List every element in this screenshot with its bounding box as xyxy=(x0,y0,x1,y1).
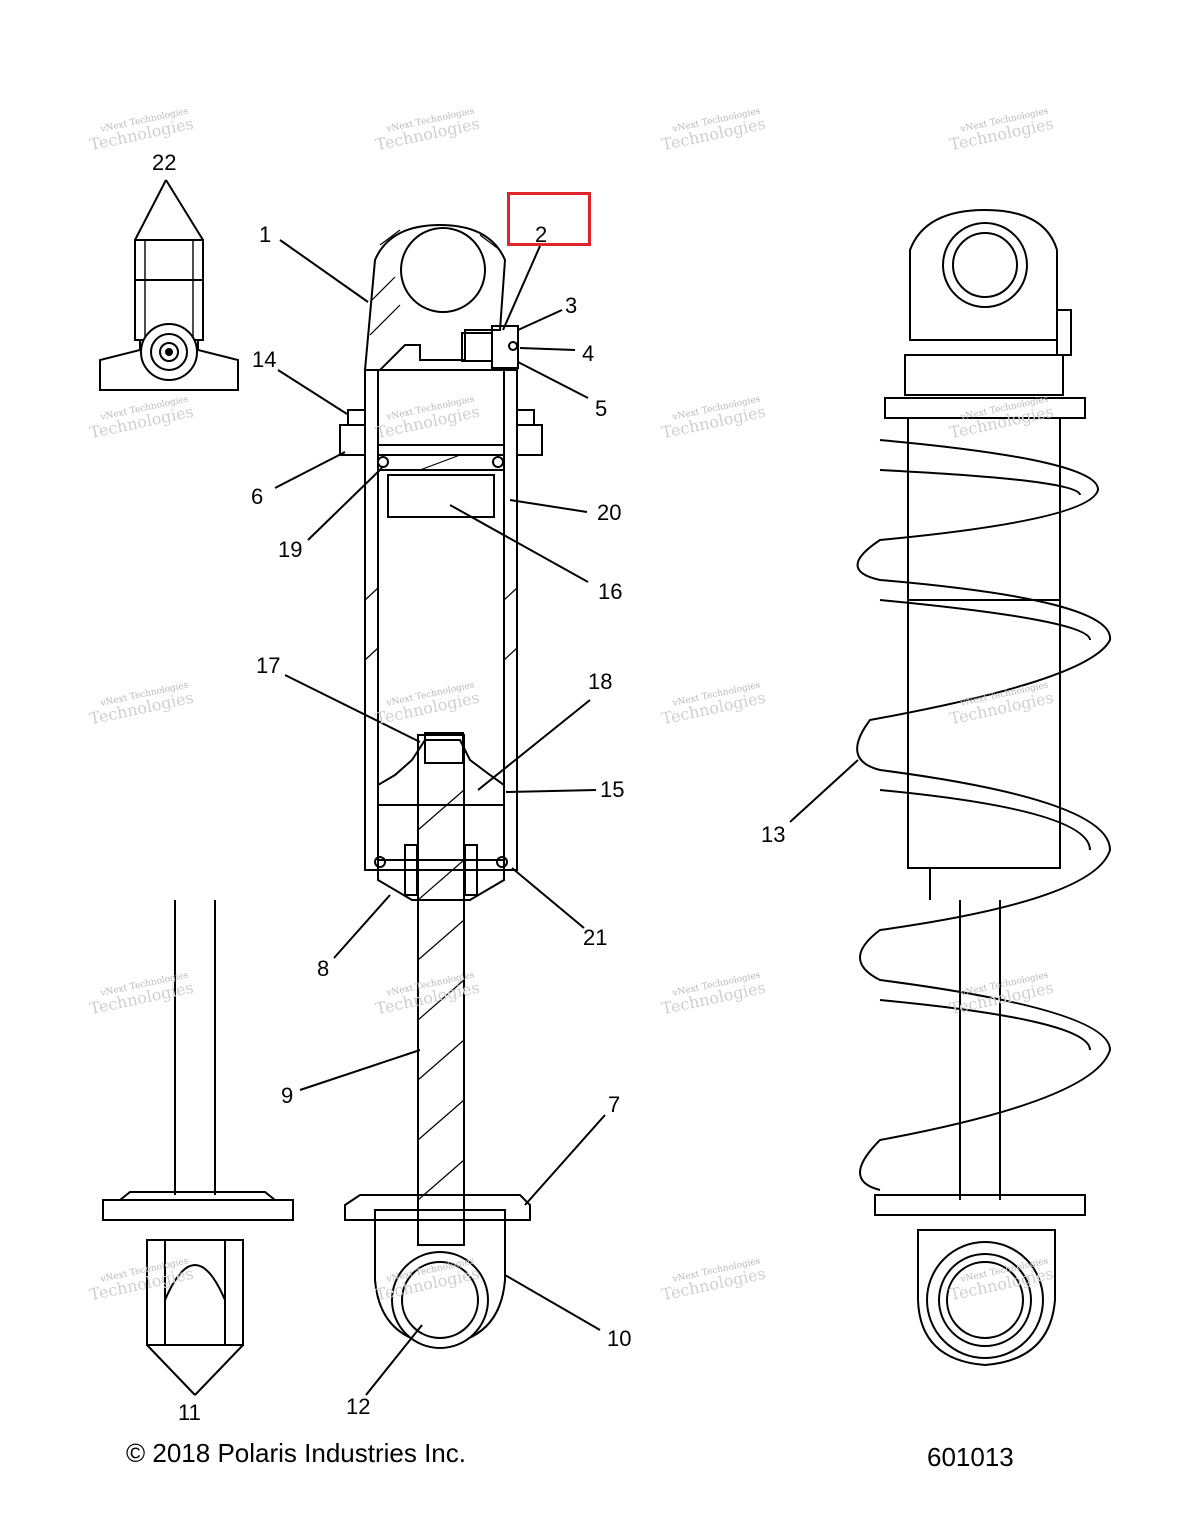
callout-5[interactable]: 5 xyxy=(595,396,608,421)
callout-15[interactable]: 15 xyxy=(600,777,625,802)
callout-7[interactable]: 7 xyxy=(608,1092,621,1117)
callout-2-highlight-box xyxy=(507,192,591,246)
callout-17[interactable]: 17 xyxy=(256,653,281,678)
callout-11[interactable]: 11 xyxy=(178,1400,201,1425)
callout-16[interactable]: 16 xyxy=(598,579,623,604)
leader-lines xyxy=(274,239,859,1396)
callout-21[interactable]: 21 xyxy=(583,925,608,950)
callout-2[interactable]: 2 xyxy=(535,222,548,247)
callout-9[interactable]: 9 xyxy=(281,1083,294,1108)
callout-10[interactable]: 10 xyxy=(607,1326,632,1351)
callout-13[interactable]: 13 xyxy=(761,822,786,847)
shock-cross-section xyxy=(339,223,543,1349)
shock-assembled-view xyxy=(856,208,1112,1367)
callout-19[interactable]: 19 xyxy=(278,537,303,562)
callout-8[interactable]: 8 xyxy=(317,956,330,981)
callout-18[interactable]: 18 xyxy=(588,669,613,694)
callout-20[interactable]: 20 xyxy=(597,500,622,525)
callout-1[interactable]: 1 xyxy=(259,222,272,247)
detail-22-top-mount xyxy=(99,179,239,391)
callout-6[interactable]: 6 xyxy=(251,484,264,509)
callout-22[interactable]: 22 xyxy=(152,150,177,175)
callout-4[interactable]: 4 xyxy=(582,341,595,366)
callout-14[interactable]: 14 xyxy=(252,347,277,372)
copyright-notice: © 2018 Polaris Industries Inc. xyxy=(126,1438,466,1468)
callout-12[interactable]: 12 xyxy=(346,1394,371,1419)
detail-11-lower-mount xyxy=(102,900,294,1396)
figure-number: 601013 xyxy=(927,1442,1014,1472)
callout-3[interactable]: 3 xyxy=(565,293,578,318)
